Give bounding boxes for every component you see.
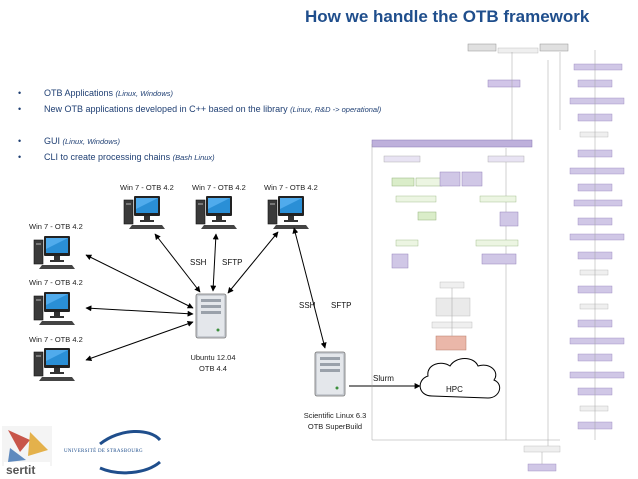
link-arrow <box>210 233 219 292</box>
sftp-label: SFTP <box>222 258 243 267</box>
link-arrow <box>85 254 194 309</box>
bullet-dot: • <box>18 136 22 146</box>
scientific-linux-version: OTB SuperBuild <box>307 422 363 431</box>
bullet-dot: • <box>18 152 22 162</box>
ssh-label: SSH <box>299 301 316 310</box>
workstation-label: Win 7 - OTB 4.2 <box>29 335 83 344</box>
link-arrow <box>292 227 327 349</box>
workstation-label: Win 7 - OTB 4.2 <box>120 183 174 192</box>
bullet-dot: • <box>18 104 22 114</box>
link-arrow <box>154 233 201 293</box>
workstation-label: Win 7 - OTB 4.2 <box>192 183 246 192</box>
link-arrow <box>85 305 194 317</box>
bullet-dot: • <box>18 88 22 98</box>
bullet-text: CLI to create processing chains <box>44 152 173 162</box>
workstation-label: Win 7 - OTB 4.2 <box>29 222 83 231</box>
workstation-label: Win 7 - OTB 4.2 <box>264 183 318 192</box>
unistra-logo-text: UNIVERSITÉ DE STRASBOURG <box>64 449 143 454</box>
workstation-icon <box>33 347 76 382</box>
bullet-text: GUI <box>44 136 63 146</box>
hpc-cloud-icon <box>419 358 501 399</box>
workstation-icon <box>267 195 310 230</box>
slurm-label: Slurm <box>373 374 394 383</box>
bullet-note: (Linux, Windows) <box>115 89 173 98</box>
workstation-icon <box>123 195 166 230</box>
processing-flowchart <box>371 43 625 472</box>
scientific-linux-server-icon <box>314 351 346 397</box>
scientific-linux-label: Scientific Linux 6.3 <box>303 411 367 420</box>
bullet-text: New OTB applications developed in C++ ba… <box>44 104 291 114</box>
link-arrow <box>227 231 279 294</box>
ubuntu-server-label: Ubuntu 12.04 <box>190 353 236 362</box>
bullet-note: (Linux, R&D -> operational) <box>290 105 382 114</box>
sftp-label: SFTP <box>331 301 352 310</box>
ssh-label: SSH <box>190 258 207 267</box>
bullet-text: OTB Applications <box>44 88 116 98</box>
workstation-icon <box>195 195 238 230</box>
sertit-logo-text: sertit <box>6 463 36 477</box>
link-arrow <box>85 320 194 362</box>
workstation-label: Win 7 - OTB 4.2 <box>29 278 83 287</box>
unistra-logo-icon <box>99 429 162 475</box>
bullet-note: (Linux, Windows) <box>62 137 120 146</box>
ubuntu-server-version: OTB 4.4 <box>199 364 227 373</box>
workstation-icon <box>33 235 76 270</box>
bullet-note: (Bash Linux) <box>172 153 215 162</box>
workstation-icon <box>33 291 76 326</box>
ubuntu-server-icon <box>195 293 227 339</box>
slide-title: How we handle the OTB framework <box>305 7 590 26</box>
hpc-label: HPC <box>446 385 463 394</box>
sertit-logo-icon <box>2 426 52 476</box>
